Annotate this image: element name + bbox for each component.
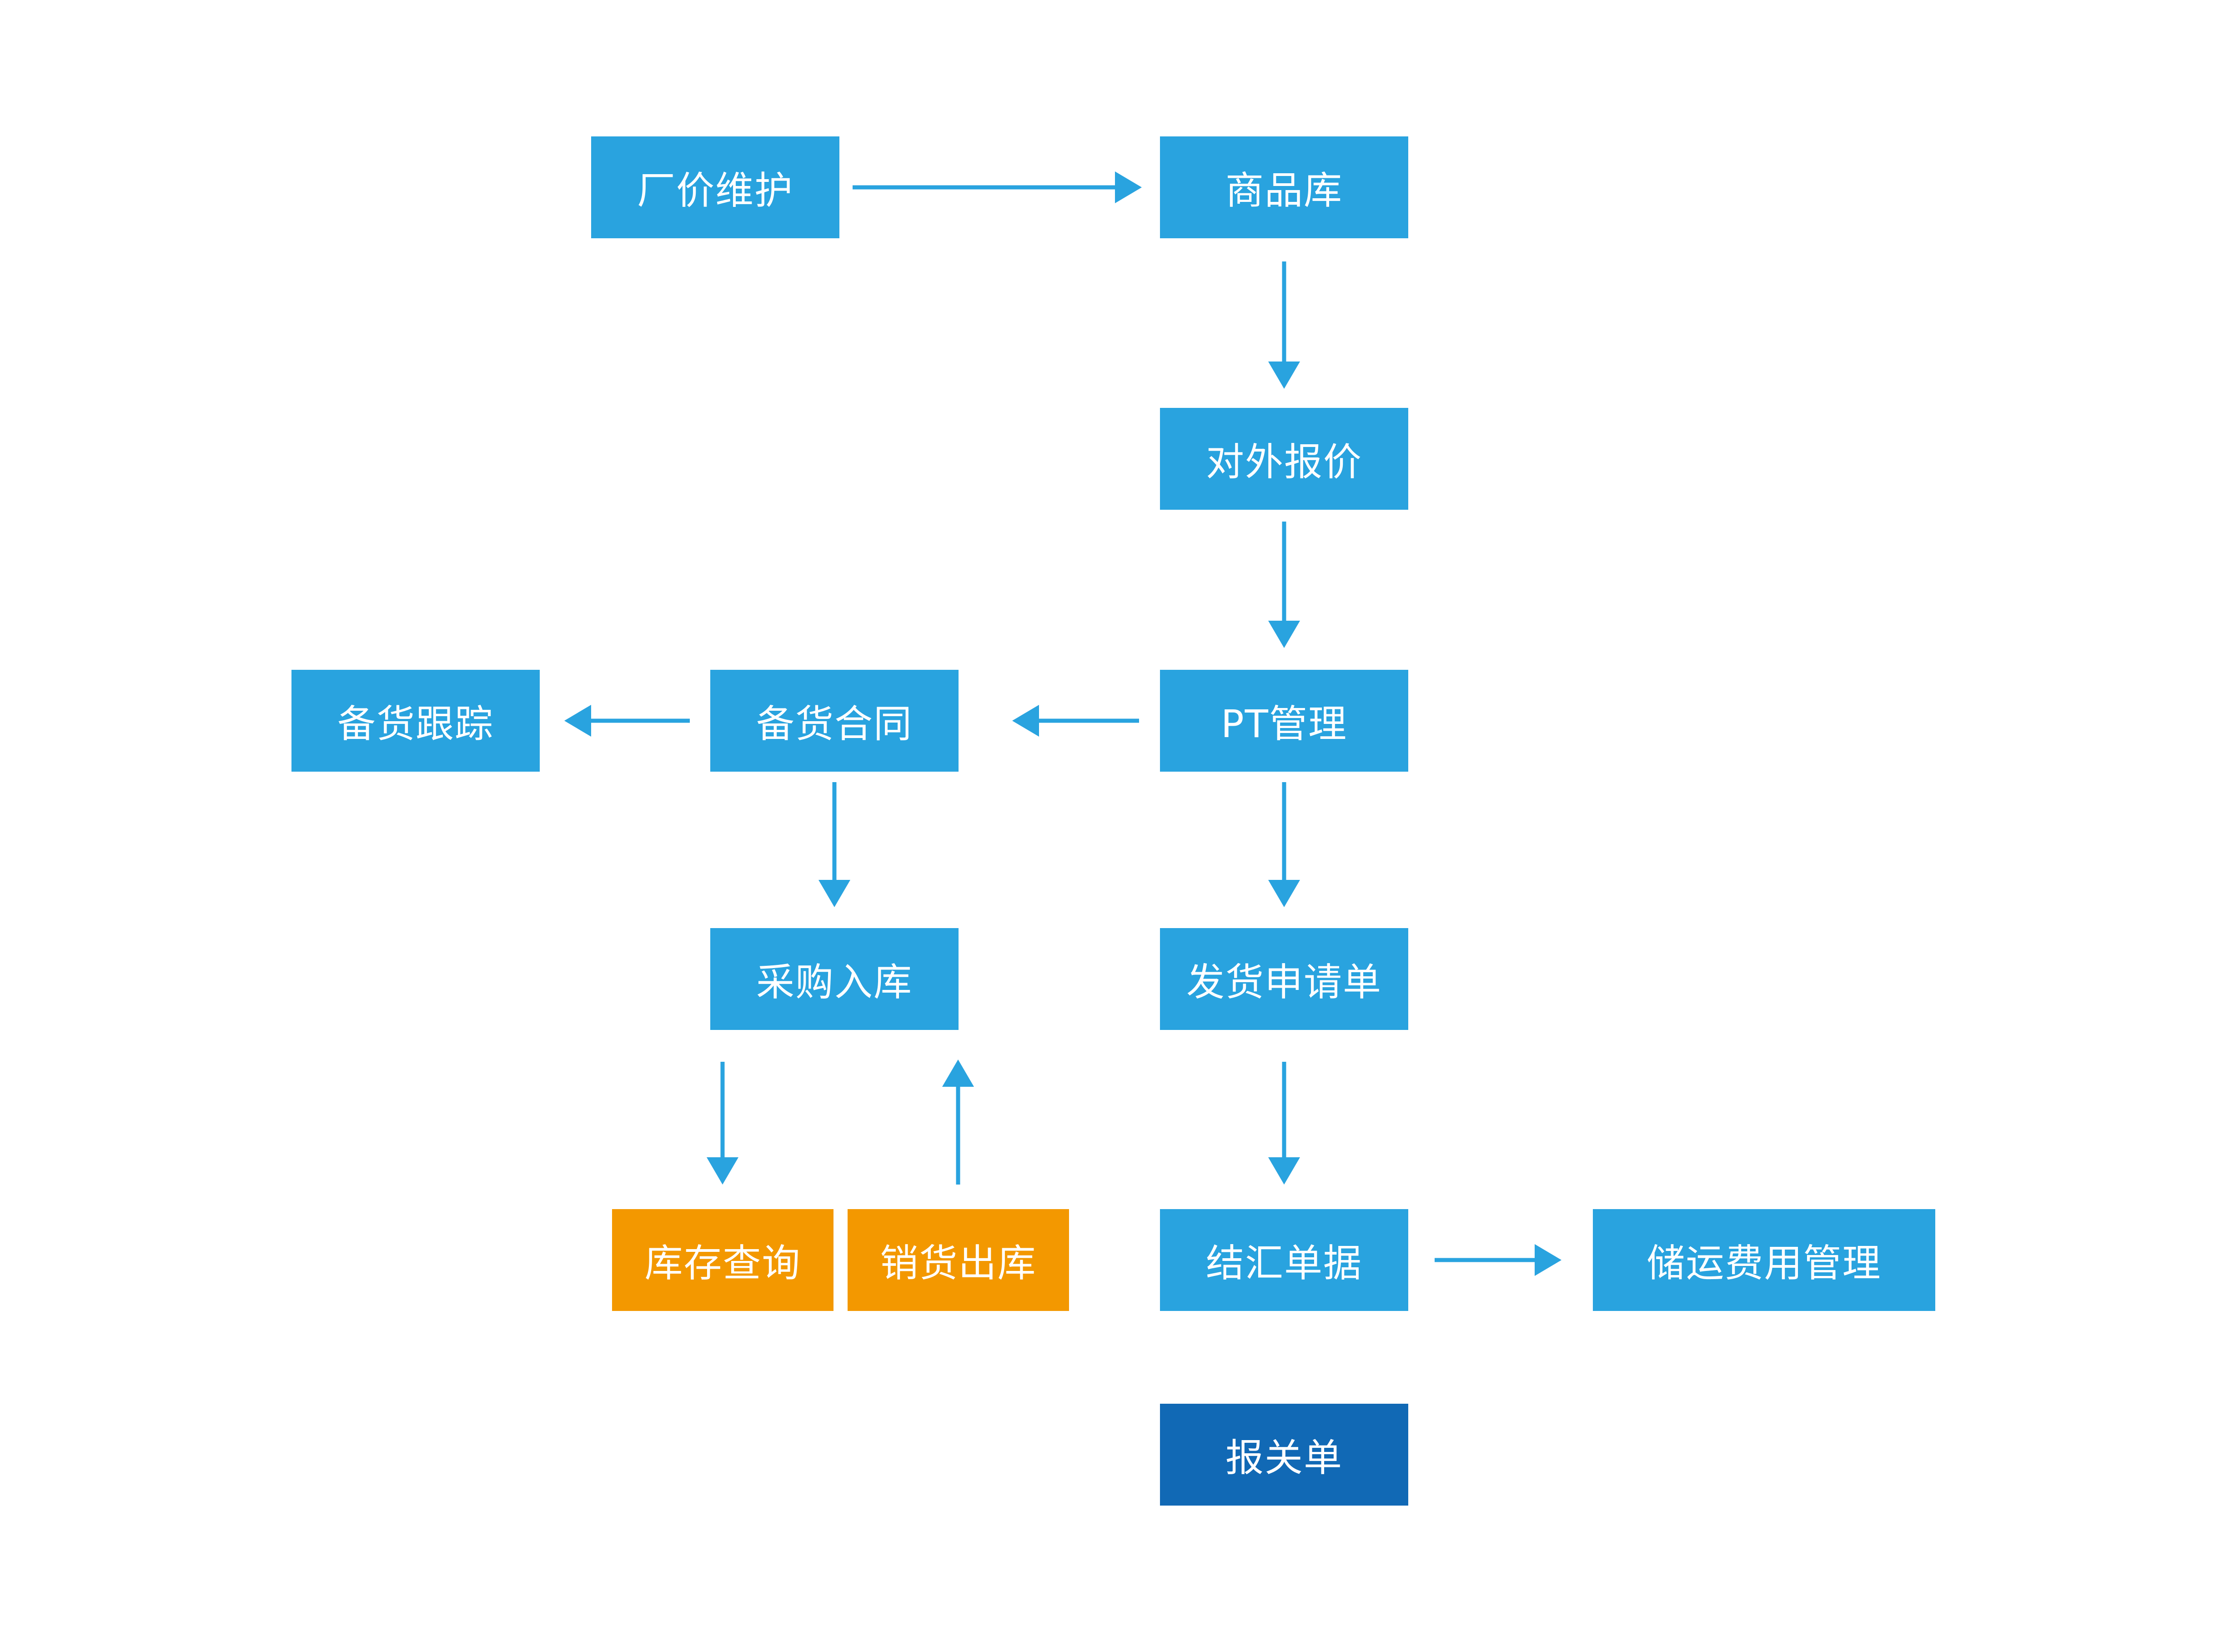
arrow-beihuohetong-to-caigou [818, 782, 850, 907]
arrow-beihuohetong-to-beihuogenzong [564, 705, 690, 737]
arrow-jiehui-to-chuyun [1435, 1244, 1561, 1276]
node-kucun-chaxun: 库存查询 [612, 1209, 833, 1311]
arrow-pt-to-fahuo [1268, 782, 1300, 907]
node-beihuo-genzong: 备货跟踪 [291, 670, 540, 772]
node-caigou-ruku: 采购入库 [710, 928, 959, 1030]
node-baoguandan: 报关单 [1160, 1404, 1408, 1506]
arrow-xiaohuo-to-caigou [942, 1059, 974, 1185]
arrow-pt-to-beihuohetong [1012, 705, 1139, 737]
arrow-duiwai-to-pt [1268, 522, 1300, 648]
node-shangpinku: 商品库 [1160, 136, 1408, 238]
arrow-fahuo-to-jiehui [1268, 1062, 1300, 1185]
node-duiwai-baojia: 对外报价 [1160, 408, 1408, 510]
node-xiaohuo-chuku: 销货出库 [848, 1209, 1069, 1311]
node-changjia-weihu: 厂价维护 [591, 136, 839, 238]
node-jiehui-danju: 结汇单据 [1160, 1209, 1408, 1311]
node-chuyun-feiyong-guanli: 储运费用管理 [1593, 1209, 1935, 1311]
arrow-changjia-to-shangpin [853, 171, 1142, 203]
node-pt-guanli: PT管理 [1160, 670, 1408, 772]
node-beihuo-hetong: 备货合同 [710, 670, 959, 772]
arrow-caigou-to-kucun [707, 1062, 738, 1185]
arrow-shangpin-to-duiwai [1268, 261, 1300, 389]
node-fahuo-shenqingdan: 发货申请单 [1160, 928, 1408, 1030]
